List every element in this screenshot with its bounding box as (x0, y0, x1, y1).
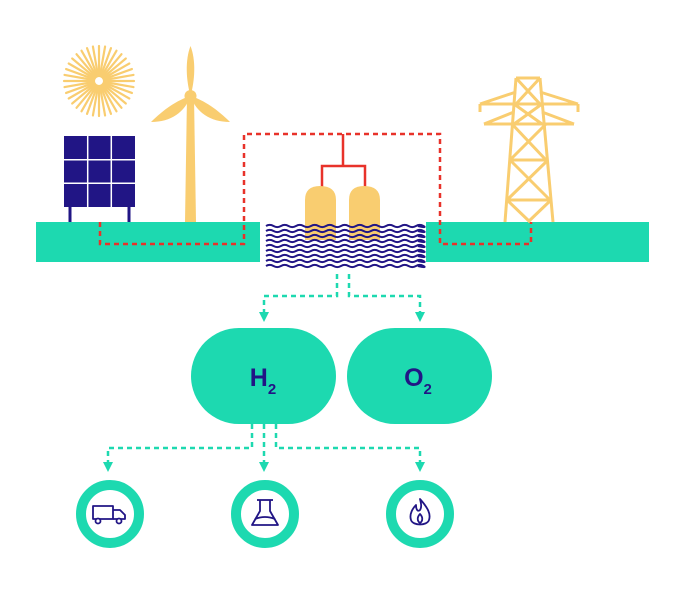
sun-ray (101, 53, 123, 79)
use-flame (386, 480, 454, 548)
use-truck (76, 480, 144, 548)
hydrogen-subscript: 2 (268, 381, 276, 398)
flame-icon (409, 498, 431, 526)
flask-icon (251, 499, 279, 526)
sun-ray (101, 83, 127, 105)
sun-ray (75, 53, 97, 79)
water-wave (265, 228, 426, 234)
ground-right (426, 222, 649, 262)
sun-ray (67, 62, 96, 80)
sun-ray (71, 83, 97, 105)
sun-ray (98, 84, 107, 117)
sun-ray (80, 84, 98, 113)
sun-ray (101, 83, 123, 109)
sun-ray (102, 73, 135, 82)
water-wave (265, 248, 426, 254)
solar-panel-icon (64, 136, 135, 222)
hydrogen-output: H2 (191, 328, 336, 424)
arrow-head-h2 (259, 312, 269, 322)
sun-ray (100, 84, 118, 113)
electrode-wire (320, 134, 367, 190)
use-arrows (106, 424, 422, 462)
sun-ray (91, 45, 100, 78)
water-wave (265, 233, 426, 239)
sun-ray (65, 67, 96, 81)
sun-ray (71, 57, 97, 79)
use-flask (231, 480, 299, 548)
hydrogen-symbol: H (250, 364, 268, 392)
oxygen-subscript: 2 (424, 381, 432, 398)
svg-text:H2: H2 (250, 364, 276, 398)
sun-ray (99, 47, 113, 78)
sun-ray (80, 49, 98, 78)
sun-ray (102, 67, 133, 81)
oxygen-symbol: O (404, 364, 423, 392)
water-wave (265, 263, 426, 269)
oxygen-output: O2 (347, 328, 492, 424)
sun-ray (100, 49, 118, 78)
water-wave (265, 238, 426, 244)
sun-ray (102, 62, 131, 80)
water-wave (265, 223, 426, 229)
wind-turbine-icon (151, 46, 230, 222)
ground-left (36, 222, 260, 262)
sun-ray (91, 84, 100, 117)
sun-icon (62, 44, 136, 118)
sun-ray (98, 45, 107, 78)
arrow-head-flask (259, 462, 269, 472)
sun-ray (63, 73, 96, 82)
water-wave (265, 243, 426, 249)
arrow-head-o2 (415, 312, 425, 322)
water-icon (265, 223, 426, 269)
sun-ray (67, 82, 96, 100)
water-wave (265, 253, 426, 259)
sun-ray (101, 57, 127, 79)
sun-ray (85, 84, 99, 115)
svg-text:O2: O2 (404, 364, 432, 398)
sun-ray (102, 80, 135, 89)
water-wave (265, 258, 426, 264)
truck-icon (92, 505, 126, 525)
sun-ray (85, 47, 99, 78)
sun-ray (99, 84, 113, 115)
sun-ray (65, 81, 96, 95)
arrow-head-flame (415, 462, 425, 472)
arrow-head-truck (103, 462, 113, 472)
sun-ray (102, 81, 133, 95)
sun-ray (63, 80, 96, 89)
power-pylon-icon (478, 76, 580, 224)
split-arrows (262, 274, 422, 312)
sun-ray (102, 82, 131, 100)
sun-ray (75, 83, 97, 109)
